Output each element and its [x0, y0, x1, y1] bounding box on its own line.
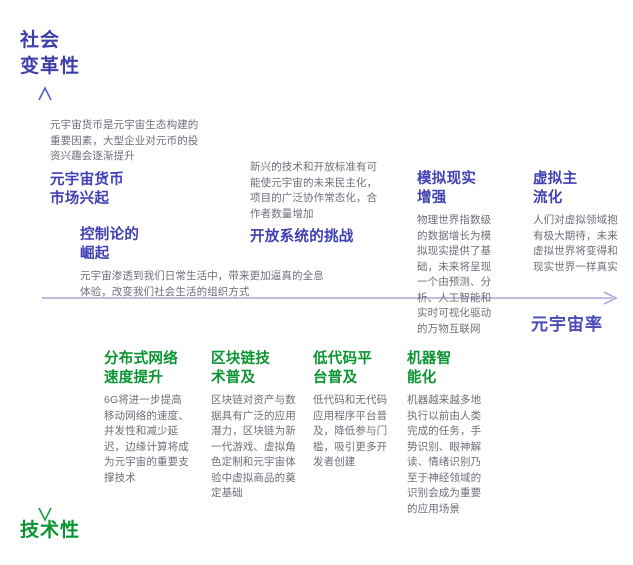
card-cybernetics-heading-line1: 控制论的	[80, 227, 140, 243]
card-lowcode[interactable]: 低代码平 台普及 低代码和无代码应用程序平台普及，降低参与门槛，吸引更多开发者创…	[313, 350, 391, 471]
card-metaverse-currency-heading-line2: 市场兴起	[50, 190, 110, 207]
axis-label-social-transformation-line2: 变革性	[20, 56, 81, 77]
card-simulated-reality[interactable]: 模拟现实 增强 物理世界指数级的数据增长为模拟现实提供了基础，未来将呈现一个由预…	[417, 170, 499, 337]
card-virtual-mainstream-body: 人们对虚拟领域抱有极大期待，未来虚拟世界将变得和现实世界一样真实	[533, 214, 618, 273]
card-blockchain-body: 区块链对资产与数据具有广泛的应用潜力，区块链为新一代游戏、虚拟角色定制和元宇宙体…	[211, 394, 296, 499]
card-virtual-mainstream[interactable]: 虚拟主 流化 人们对虚拟领域抱有极大期待，未来虚拟世界将变得和现实世界一样真实	[533, 170, 621, 275]
card-virtual-mainstream-heading-line2: 流化	[533, 190, 563, 206]
card-cybernetics-heading: 控制论的 崛起	[80, 226, 330, 264]
card-distributed-network[interactable]: 分布式网络 速度提升 6G将进一步提高移动网络的速度、并发性和减少延迟，边缘计算…	[104, 350, 192, 486]
card-metaverse-currency-heading-line1: 元宇宙货币	[50, 171, 124, 188]
card-machine-intelligence-heading-line2: 能化	[407, 370, 437, 386]
card-blockchain[interactable]: 区块链技 术普及 区块链对资产与数据具有广泛的应用潜力，区块链为新一代游戏、虚拟…	[211, 350, 301, 502]
card-machine-intelligence-heading-line1: 机器智	[407, 351, 452, 367]
card-simulated-reality-heading-line1: 模拟现实	[417, 171, 477, 187]
card-open-systems-heading: 开放系统的挑战	[250, 228, 378, 247]
card-distributed-network-heading: 分布式网络 速度提升	[104, 350, 192, 388]
card-machine-intelligence-heading: 机器智 能化	[407, 350, 491, 388]
card-blockchain-heading-line2: 术普及	[211, 370, 256, 386]
card-lowcode-heading-line1: 低代码平	[313, 351, 373, 367]
card-distributed-network-heading-line2: 速度提升	[104, 370, 164, 386]
card-lowcode-body: 低代码和无代码应用程序平台普及，降低参与门槛，吸引更多开发者创建	[313, 394, 388, 468]
vertical-axis	[38, 86, 52, 522]
axis-label-social-transformation: 社会 变革性	[20, 28, 80, 80]
card-cybernetics-body: 元宇宙渗透到我们日常生活中，带来更加逼真的全息体验，改变我们社会生活的组织方式	[80, 270, 324, 298]
card-distributed-network-body: 6G将进一步提高移动网络的速度、并发性和减少延迟，边缘计算将成为元宇宙的重要支撑…	[104, 394, 189, 484]
card-open-systems-heading-line1: 开放系统的挑战	[250, 229, 354, 245]
card-cybernetics-heading-line2: 崛起	[80, 246, 110, 262]
horizontal-axis	[42, 291, 618, 305]
card-metaverse-currency[interactable]: 元宇宙货币是元宇宙生态构建的重要因素，大型企业对元币的投资兴趣会逐渐提升 元宇宙…	[50, 118, 200, 214]
card-open-systems-body: 新兴的技术和开放标准有可能使元宇宙的未来民主化，项目的广泛协作常态化，合作者数量…	[250, 161, 378, 220]
card-blockchain-heading-line1: 区块链技	[211, 351, 271, 367]
card-distributed-network-heading-line1: 分布式网络	[104, 351, 178, 367]
card-lowcode-heading-line2: 台普及	[313, 370, 358, 386]
card-virtual-mainstream-heading-line1: 虚拟主	[533, 171, 578, 187]
card-open-systems[interactable]: 新兴的技术和开放标准有可能使元宇宙的未来民主化，项目的广泛协作常态化，合作者数量…	[250, 160, 378, 252]
card-lowcode-heading: 低代码平 台普及	[313, 350, 391, 388]
axis-label-social-transformation-line1: 社会	[20, 30, 61, 51]
card-metaverse-currency-heading: 元宇宙货币 市场兴起	[50, 171, 200, 209]
card-simulated-reality-body: 物理世界指数级的数据增长为模拟现实提供了基础，未来将呈现一个由预测、分析、人工智…	[417, 214, 492, 335]
card-virtual-mainstream-heading: 虚拟主 流化	[533, 170, 621, 208]
axis-label-technology: 技术性	[20, 520, 81, 541]
card-machine-intelligence[interactable]: 机器智 能化 机器越来越多地执行以前由人类完成的任务，手势识别、眼神解读、情绪识…	[407, 350, 491, 517]
card-simulated-reality-heading: 模拟现实 增强	[417, 170, 499, 208]
card-simulated-reality-heading-line2: 增强	[417, 190, 447, 206]
card-machine-intelligence-body: 机器越来越多地执行以前由人类完成的任务，手势识别、眼神解读、情绪识别乃至于神经领…	[407, 394, 482, 515]
card-cybernetics[interactable]: 控制论的 崛起 元宇宙渗透到我们日常生活中，带来更加逼真的全息体验，改变我们社会…	[80, 226, 330, 300]
axis-label-metaverse-rate: 元宇宙率	[531, 315, 603, 334]
card-metaverse-currency-body: 元宇宙货币是元宇宙生态构建的重要因素，大型企业对元币的投资兴趣会逐渐提升	[50, 119, 199, 162]
card-blockchain-heading: 区块链技 术普及	[211, 350, 301, 388]
